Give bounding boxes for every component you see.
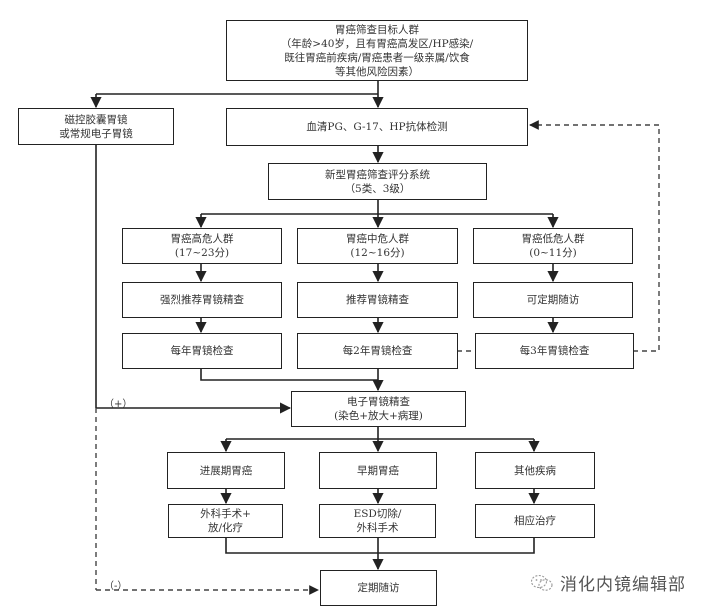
node-advanced-tx-line: 外科手术+ xyxy=(200,508,251,520)
node-low-interval-line: 每3年胃镜检查 xyxy=(519,345,590,357)
node-other: 其他疾病 xyxy=(475,452,595,489)
node-mid-interval: 每2年胃镜检查 xyxy=(297,333,458,369)
node-target-line: 既往胃癌前疾病/胃癌患者一级亲属/饮食 xyxy=(284,51,470,64)
node-mid-action-line: 推荐胃镜精查 xyxy=(346,294,409,306)
node-advanced: 进展期胃癌 xyxy=(167,452,285,489)
node-mid-risk-line: 胃癌中危人群 xyxy=(346,233,409,245)
node-high-risk-line: 胃癌高危人群 xyxy=(170,233,234,245)
node-early: 早期胃癌 xyxy=(319,452,437,489)
edge-tx-merge xyxy=(225,537,535,554)
node-target: 胃癌筛查目标人群 （年龄>40岁，且有胃癌高发区/HP感染/ 既往胃癌前疾病/胃… xyxy=(226,20,528,81)
node-early-tx-line: ESD切除/ xyxy=(353,508,402,520)
node-serum: 血清PG、G-17、HP抗体检测 xyxy=(226,108,528,146)
node-advanced-line: 进展期胃癌 xyxy=(199,464,253,477)
node-advanced-tx-line: 放/化疗 xyxy=(207,522,244,534)
wechat-icon xyxy=(530,574,553,591)
edge-high-interval-merge xyxy=(200,368,378,381)
node-mid-action: 推荐胃镜精查 xyxy=(297,282,458,318)
node-low-risk-line: 胃癌低危人群 xyxy=(521,233,585,245)
node-egd: 电子胃镜精查 (染色+放大+病理) xyxy=(291,391,466,427)
node-mid-interval-line: 每2年胃镜检查 xyxy=(342,345,413,357)
node-capsule-line: 或常规电子胃镜 xyxy=(59,127,133,140)
node-other-tx: 相应治疗 xyxy=(475,504,595,538)
node-egd-line: 电子胃镜精查 xyxy=(347,396,410,408)
node-low-action: 可定期随访 xyxy=(473,282,633,318)
node-early-line: 早期胃癌 xyxy=(357,464,399,477)
node-high-interval-line: 每年胃镜检查 xyxy=(170,345,234,357)
node-target-line: 胃癌筛查目标人群 xyxy=(335,23,419,36)
watermark-text: 消化内镜编辑部 xyxy=(560,575,686,595)
node-other-line: 其他疾病 xyxy=(514,464,556,477)
node-serum-line: 血清PG、G-17、HP抗体检测 xyxy=(306,121,448,133)
node-followup: 定期随访 xyxy=(320,570,437,606)
node-advanced-tx: 外科手术+ 放/化疗 xyxy=(168,504,283,538)
node-capsule: 磁控胶囊胃镜 或常规电子胃镜 xyxy=(18,108,174,145)
node-score-line: 新型胃癌筛查评分系统 xyxy=(325,168,430,181)
node-low-risk: 胃癌低危人群 (0~11分) xyxy=(473,228,633,264)
node-high-risk: 胃癌高危人群 (17~23分) xyxy=(122,228,282,264)
node-other-tx-line: 相应治疗 xyxy=(514,515,556,527)
node-low-action-line: 可定期随访 xyxy=(526,294,580,306)
node-high-action-line: 强烈推荐胃镜精查 xyxy=(160,294,244,306)
node-low-risk-line: (0~11分) xyxy=(529,247,577,259)
label-positive: （+） xyxy=(104,399,133,410)
watermark: 消化内镜编辑部 xyxy=(530,570,686,595)
node-followup-line: 定期随访 xyxy=(357,582,400,594)
node-target-line: （年龄>40岁，且有胃癌高发区/HP感染/ xyxy=(280,37,474,50)
node-high-interval: 每年胃镜检查 xyxy=(122,333,282,369)
label-negative: （-） xyxy=(104,581,128,592)
node-mid-risk: 胃癌中危人群 (12~16分) xyxy=(297,228,458,264)
node-low-interval: 每3年胃镜检查 xyxy=(475,333,634,369)
node-early-tx-line: 外科手术 xyxy=(356,522,399,534)
node-target-line: 等其他风险因素） xyxy=(335,65,419,78)
node-high-risk-line: (17~23分) xyxy=(174,247,230,259)
node-egd-line: (染色+放大+病理) xyxy=(334,410,423,422)
edge-low-loop-back xyxy=(633,125,660,352)
node-early-tx: ESD切除/ 外科手术 xyxy=(319,504,436,538)
node-capsule-line: 磁控胶囊胃镜 xyxy=(64,113,128,126)
node-score-line: （5类、3级） xyxy=(344,182,411,195)
node-mid-risk-line: (12~16分) xyxy=(350,247,405,259)
node-score: 新型胃癌筛查评分系统 （5类、3级） xyxy=(268,163,487,200)
node-high-action: 强烈推荐胃镜精查 xyxy=(122,282,282,318)
